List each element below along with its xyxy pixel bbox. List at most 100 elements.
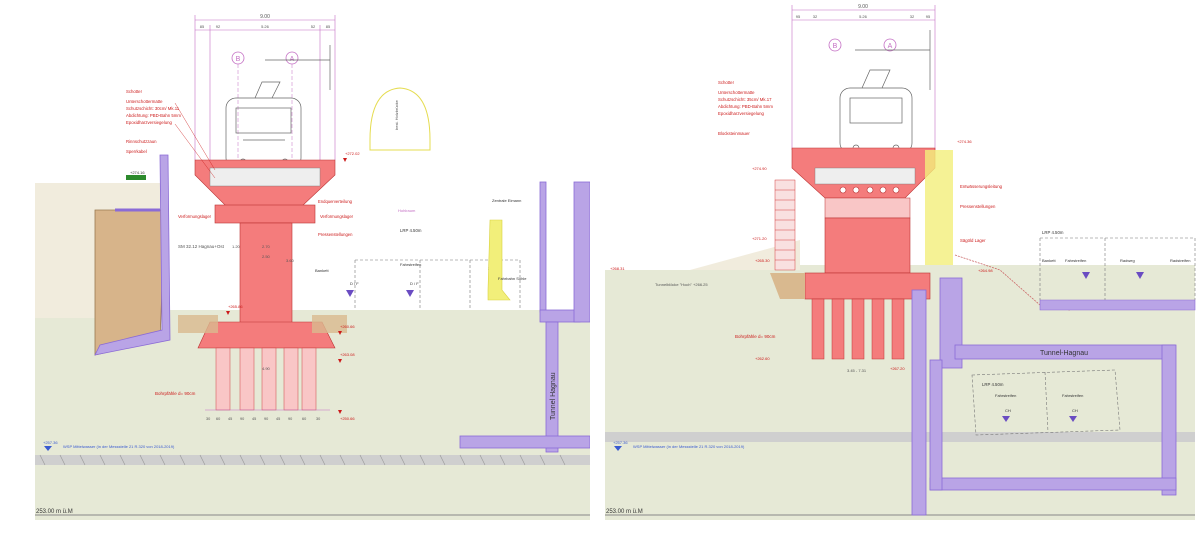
svg-text:30: 30 xyxy=(206,417,210,421)
svg-text:45: 45 xyxy=(276,417,280,421)
pier-dims: 1.20 2.70 2.50 4.90 3.60 xyxy=(232,244,295,371)
water-level-triangle xyxy=(44,446,52,451)
svg-text:3.60: 3.60 xyxy=(286,258,295,263)
existing-bridge-outline xyxy=(369,87,431,151)
svg-text:1.20: 1.20 xyxy=(232,244,241,249)
water-band xyxy=(605,432,1195,442)
tunnel-fahrstreifen-2: Fahrstreifen xyxy=(1062,393,1083,398)
svg-text:Schotter: Schotter xyxy=(718,80,735,85)
pier-wall xyxy=(824,217,911,274)
pier-column xyxy=(239,222,293,324)
svg-text:Entwässerungsleitung: Entwässerungsleitung xyxy=(960,184,1003,189)
svg-text:90: 90 xyxy=(240,417,244,421)
track-a-marker xyxy=(883,38,897,52)
sub-dim-3: 5.26 xyxy=(859,14,868,19)
bestand-label: best. Holzbrücke xyxy=(394,99,399,130)
tunnel-label: Tunnel-Hagnau xyxy=(1040,350,1088,357)
ch-label-2: CH xyxy=(1072,408,1078,413)
svg-text:+268.31: +268.31 xyxy=(610,266,625,271)
pile-cap xyxy=(804,272,931,300)
sub-dim-5: 85 xyxy=(326,24,331,29)
svg-text:Fahrstreifen: Fahrstreifen xyxy=(1065,258,1086,263)
road-triangle-1 xyxy=(1082,272,1090,279)
road-slab xyxy=(1039,299,1196,311)
svg-text:+250.66: +250.66 xyxy=(340,416,355,421)
tunnel-structure xyxy=(459,181,591,453)
svg-text:2.50: 2.50 xyxy=(262,254,271,259)
pile-cap xyxy=(197,321,336,349)
sm-label: SM 32.12 Hagnau+Ost xyxy=(178,244,225,249)
leader-line-2 xyxy=(174,123,216,179)
top-dimensions xyxy=(194,15,336,160)
svg-text:Verformungslager: Verformungslager xyxy=(178,214,212,219)
sub-dim-3: 5.26 xyxy=(261,24,270,29)
soil-pocket-left xyxy=(178,315,218,333)
soil-pocket-right xyxy=(312,315,347,333)
upper-pier xyxy=(824,197,911,219)
water-level-triangle xyxy=(614,446,622,451)
svg-text:Schotter: Schotter xyxy=(126,89,143,94)
track-b-label: B xyxy=(236,56,241,63)
bohrpfaehle-label: Bohrpfähle d= 90cm xyxy=(155,391,196,396)
track-a-label: A xyxy=(290,56,295,63)
lrp-label: LRP 4.50m xyxy=(1042,230,1064,235)
tunnel-roads xyxy=(971,369,1121,436)
sub-dim-2: 32 xyxy=(813,14,818,19)
svg-text:D / F: D / F xyxy=(410,281,419,286)
train-outline xyxy=(225,45,331,169)
svg-text:+260.66: +260.66 xyxy=(340,324,355,329)
track-a-label: A xyxy=(888,43,893,50)
svg-text:Bankett: Bankett xyxy=(1042,258,1056,263)
left-annotations: Schotter Unterschottermatte Schutzschich… xyxy=(126,89,181,154)
yellow-abutment xyxy=(925,150,953,265)
hohlraum-label: Hohlraum xyxy=(398,208,416,213)
sub-dim-1: 85 xyxy=(200,24,205,29)
svg-text:90: 90 xyxy=(288,417,292,421)
ch-triangle-2 xyxy=(1069,416,1077,422)
water-level-label: WSP Mittelwasser (in der Messstelle 21 R… xyxy=(63,444,175,449)
tunnelblock-label: Tunnelblöcke "Hoch" +266.25 xyxy=(655,282,708,287)
road-triangles xyxy=(346,290,414,297)
svg-text:Endquerverteilung: Endquerverteilung xyxy=(318,199,353,204)
svg-text:+264.98: +264.98 xyxy=(978,268,993,273)
svg-text:45: 45 xyxy=(228,417,232,421)
ch-triangle-1 xyxy=(1002,416,1010,422)
svg-text:+263.08: +263.08 xyxy=(340,352,355,357)
overall-width: 9.00 xyxy=(858,4,868,10)
svg-text:Unterschottermatte: Unterschottermatte xyxy=(718,90,755,95)
scale-label: 253.00 m ü.M xyxy=(606,509,643,515)
yellow-abutment xyxy=(487,219,511,301)
svg-text:Sperrkabel: Sperrkabel xyxy=(126,149,147,154)
svg-text:Epoxidharzversiegelung: Epoxidharzversiegelung xyxy=(718,111,764,116)
water-level-label: WSP Mittelwasser (in der Messstelle 21 R… xyxy=(633,444,745,449)
svg-text:+274.36: +274.36 xyxy=(957,139,972,144)
svg-text:+265.30: +265.30 xyxy=(755,258,770,263)
deck-bolts xyxy=(839,186,900,194)
scale-label: 253.00 m ü.M xyxy=(36,509,73,515)
svg-text:Abdichtung: PBD-Bahn 5mm: Abdichtung: PBD-Bahn 5mm xyxy=(126,113,181,118)
svg-text:60: 60 xyxy=(216,417,220,421)
water-level-value: +257.36 xyxy=(43,440,58,445)
svg-text:Unterschottermatte: Unterschottermatte xyxy=(126,99,163,104)
sub-dim-1: 95 xyxy=(796,14,801,19)
water-level-value: +257.36 xyxy=(613,440,628,445)
svg-text:30: 30 xyxy=(316,417,320,421)
water-hatch xyxy=(39,454,566,466)
svg-text:Sägöld Lager: Sägöld Lager xyxy=(960,238,986,243)
tunnel-structure xyxy=(911,277,1177,516)
sub-dim-4: 32 xyxy=(910,14,915,19)
svg-text:+267.20: +267.20 xyxy=(890,366,905,371)
svg-text:45: 45 xyxy=(252,417,256,421)
svg-text:90: 90 xyxy=(264,417,268,421)
svg-text:Rinnschutzzaun: Rinnschutzzaun xyxy=(126,139,157,144)
svg-text:+272.02: +272.02 xyxy=(345,151,360,156)
track-b-label: B xyxy=(833,43,838,50)
svg-text:Radstreifen: Radstreifen xyxy=(1170,258,1190,263)
piles xyxy=(811,298,905,360)
right-annotations: Schotter Unterschottermatte Schutzschich… xyxy=(718,80,1003,243)
road-section xyxy=(1039,237,1196,300)
svg-text:+274.90: +274.90 xyxy=(752,166,767,171)
right-levels: +274.36 +274.90 +271.20 +268.31 +265.30 … xyxy=(610,139,993,371)
svg-text:Pressenstellungen: Pressenstellungen xyxy=(318,232,353,237)
ch-label-1: CH xyxy=(1005,408,1011,413)
